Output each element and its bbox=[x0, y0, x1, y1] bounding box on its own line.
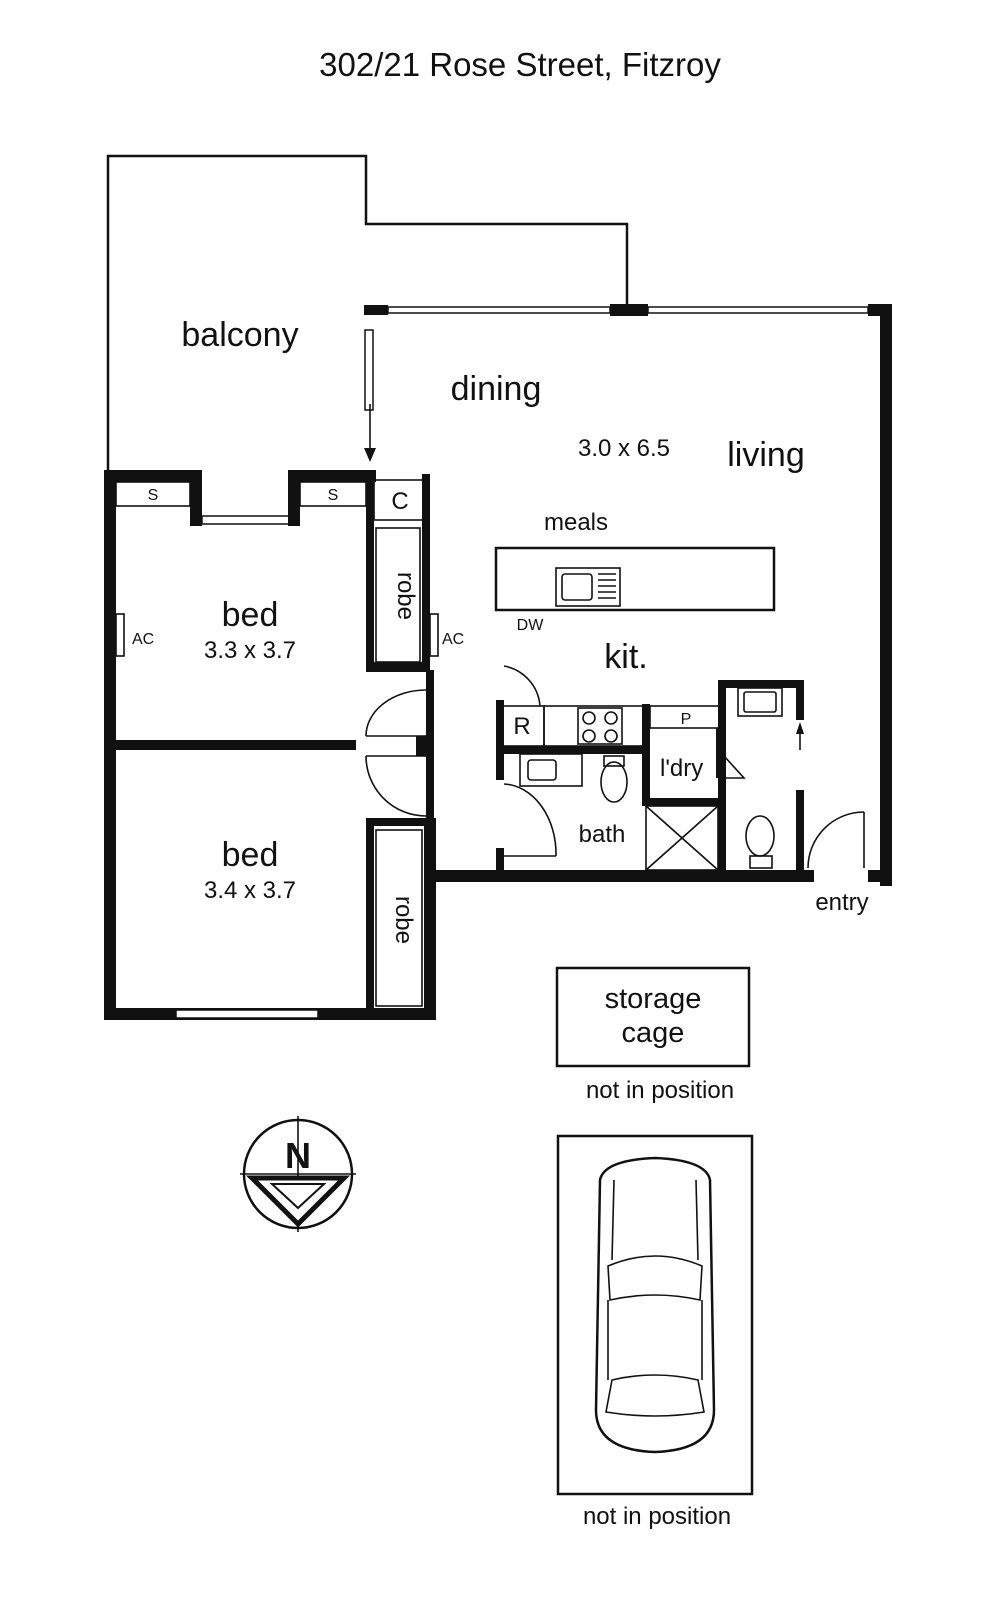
storage-note: not in position bbox=[586, 1077, 734, 1104]
room-size-dining: 3.0 x 6.5 bbox=[578, 435, 670, 462]
room-label-laundry: l'dry bbox=[660, 755, 703, 782]
storage-label-line2: cage bbox=[622, 1017, 685, 1049]
ac-units: AC AC bbox=[115, 613, 464, 657]
cupboard-label: C bbox=[391, 488, 408, 515]
pantry-label: P bbox=[681, 711, 692, 728]
balcony-outline bbox=[106, 154, 629, 470]
kitchen-island bbox=[494, 546, 776, 612]
room-label-balcony: balcony bbox=[181, 316, 298, 354]
balcony-door-arrow bbox=[364, 404, 376, 462]
car-space: not in position bbox=[556, 1134, 754, 1530]
room-size-bed1: 3.3 x 3.7 bbox=[204, 637, 296, 664]
bathroom bbox=[496, 746, 719, 872]
shelf-label: S bbox=[148, 487, 159, 504]
room-label-bed2: bed bbox=[222, 836, 279, 874]
compass-letter: N bbox=[285, 1135, 311, 1176]
laundry bbox=[642, 680, 804, 874]
entry-door bbox=[807, 811, 865, 869]
room-labels: balcony dining 3.0 x 6.5 living meals DW… bbox=[181, 316, 868, 916]
robe-bed1: robe bbox=[366, 520, 430, 672]
room-label-kitchen: kit. bbox=[604, 638, 647, 676]
shelf-label: S bbox=[328, 487, 339, 504]
bedroom-doors bbox=[365, 670, 434, 820]
room-label-living: living bbox=[727, 436, 804, 474]
robe-label: robe bbox=[392, 572, 419, 620]
dishwasher-label: DW bbox=[517, 617, 545, 634]
robe-bed2: robe bbox=[366, 818, 436, 1008]
page-title: 302/21 Rose Street, Fitzroy bbox=[319, 46, 721, 83]
kitchen-bench: R P bbox=[496, 665, 723, 804]
room-label-entry: entry bbox=[815, 889, 868, 916]
room-size-bed2: 3.4 x 3.7 bbox=[204, 877, 296, 904]
fridge-label: R bbox=[513, 713, 530, 740]
room-label-bed1: bed bbox=[222, 596, 279, 634]
ac-label: AC bbox=[442, 631, 464, 648]
room-label-meals: meals bbox=[544, 509, 608, 536]
robe-label: robe bbox=[390, 896, 417, 944]
storage-cage: storage cage not in position bbox=[555, 966, 751, 1104]
cupboard: C bbox=[366, 470, 430, 530]
car-space-note: not in position bbox=[583, 1503, 731, 1530]
room-label-bath: bath bbox=[579, 821, 626, 848]
storage-label-line1: storage bbox=[605, 983, 702, 1015]
room-label-dining: dining bbox=[451, 370, 542, 408]
north-compass-icon: N bbox=[240, 1116, 356, 1232]
exterior-walls bbox=[104, 304, 892, 1020]
shelf-units: S S bbox=[115, 481, 367, 507]
ac-label: AC bbox=[132, 631, 154, 648]
